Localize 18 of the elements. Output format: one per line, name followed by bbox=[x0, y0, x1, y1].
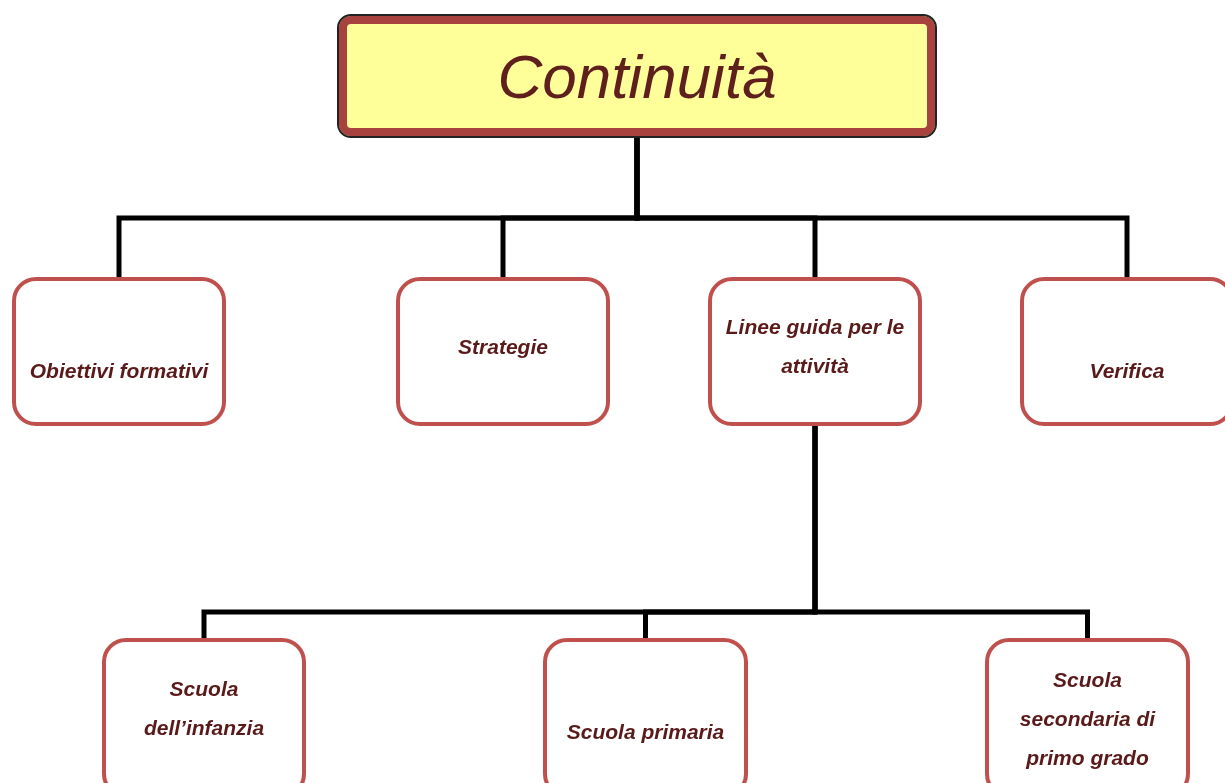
title-box bbox=[337, 14, 937, 138]
node-text: Strategie bbox=[458, 334, 548, 360]
node-text: Obiettivi formativi bbox=[29, 358, 209, 384]
rounded-box bbox=[985, 638, 1190, 783]
rounded-box bbox=[708, 277, 922, 426]
connector-line bbox=[634, 138, 1130, 277]
title-text: Continuità bbox=[497, 40, 777, 112]
rounded-box bbox=[102, 638, 306, 783]
node-text: Linee guida per le attività bbox=[724, 314, 906, 379]
node-text: Verifica bbox=[1089, 358, 1165, 384]
rounded-box bbox=[543, 638, 748, 783]
rounded-box bbox=[396, 277, 610, 426]
connector-line bbox=[812, 426, 1090, 638]
rounded-box bbox=[12, 277, 226, 426]
rounded-box bbox=[1020, 277, 1225, 426]
node-text: Scuola primaria bbox=[566, 719, 725, 745]
node-text: Scuola secondaria di primo grado bbox=[1018, 667, 1157, 771]
node-text: Scuola dell’infanzia bbox=[142, 676, 266, 741]
